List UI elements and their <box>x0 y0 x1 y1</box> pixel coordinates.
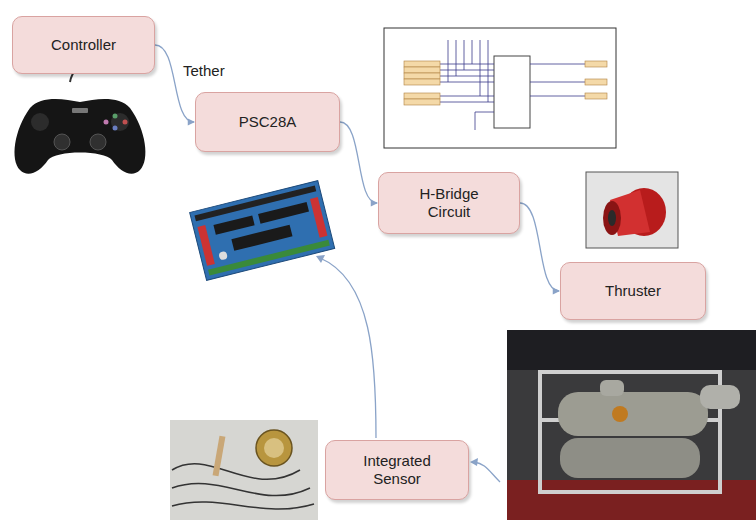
box-label: H-Bridge Circuit <box>401 185 497 221</box>
box-label: Thruster <box>605 282 661 300</box>
flow-connector <box>340 122 378 206</box>
connector-line <box>520 203 559 291</box>
sensor-picture <box>170 420 318 520</box>
arrow-head <box>470 458 478 466</box>
controller-board-picture <box>190 181 335 281</box>
gamepad-picture <box>15 60 146 174</box>
connector-line <box>155 45 194 122</box>
arrow-head <box>553 288 560 295</box>
process-box: PSC28A <box>195 92 340 152</box>
process-box: Integrated Sensor <box>325 440 469 500</box>
box-label: PSC28A <box>239 113 297 131</box>
box-label: Controller <box>51 36 116 54</box>
flow-connector <box>520 203 560 294</box>
arrow-head <box>316 255 325 263</box>
arrow-head <box>371 200 378 207</box>
schematic-picture <box>384 28 616 148</box>
thruster-picture <box>586 172 678 248</box>
tether-label: Tether <box>183 62 225 79</box>
connector-line <box>340 122 377 203</box>
process-box: H-Bridge Circuit <box>378 172 520 234</box>
box-label: Integrated Sensor <box>347 452 447 488</box>
process-box: Controller <box>12 16 155 74</box>
arrow-head <box>188 119 195 126</box>
process-box: Thruster <box>560 262 706 320</box>
flow-connector <box>155 45 195 125</box>
rov-photo <box>507 330 756 520</box>
